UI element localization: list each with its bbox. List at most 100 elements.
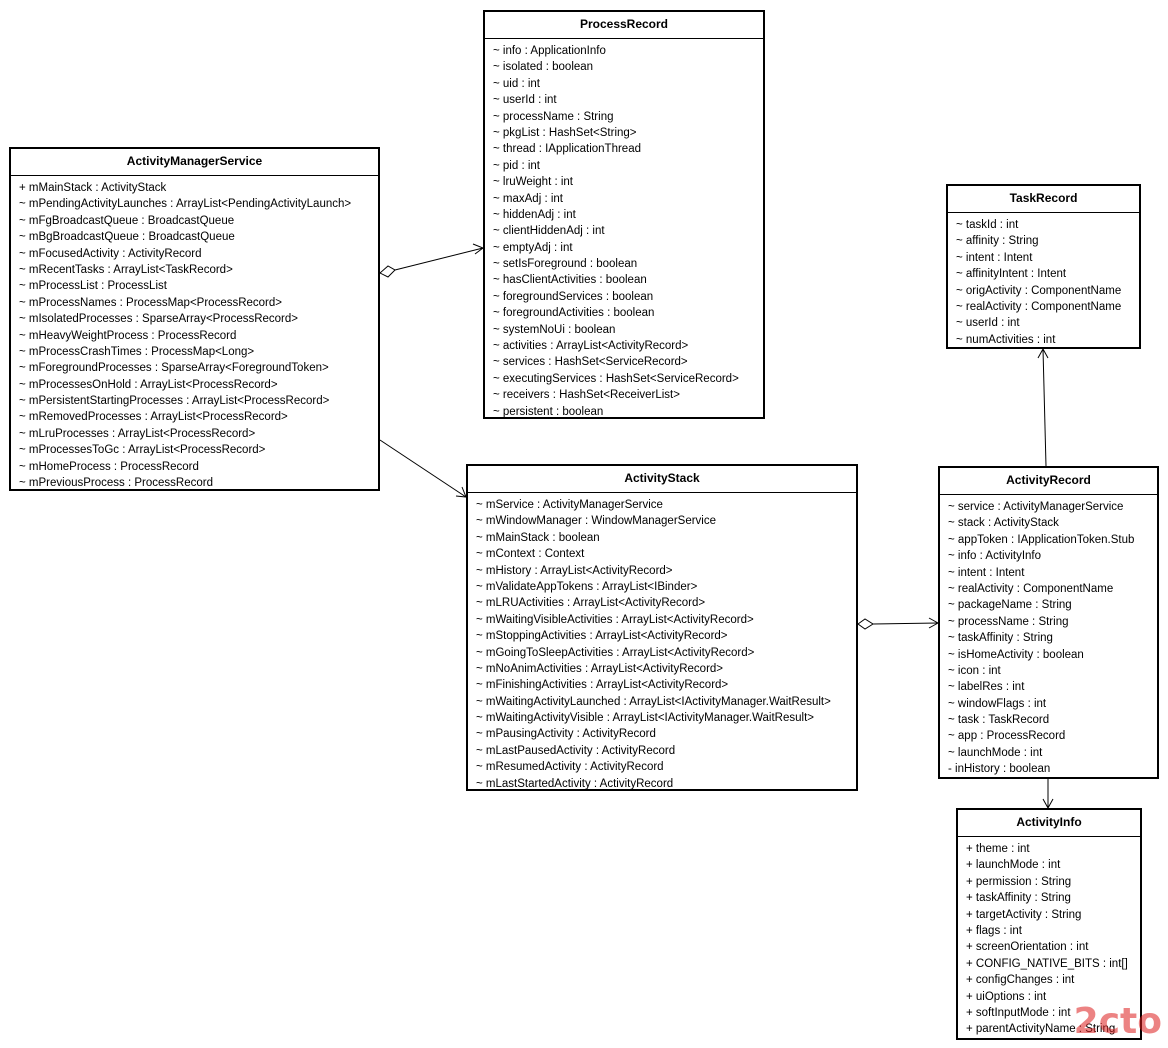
attribute-item: ~ task : TaskRecord — [948, 714, 1050, 727]
attribute-item: - inHistory : boolean — [948, 763, 1051, 776]
attribute-item: ~ mLastPausedActivity : ActivityRecord — [476, 744, 676, 757]
attribute-item: + taskAffinity : String — [966, 892, 1071, 905]
attribute-item: ~ taskAffinity : String — [948, 632, 1053, 645]
attribute-item: ~ mRecentTasks : ArrayList<TaskRecord> — [19, 263, 233, 276]
attribute-item: ~ mPausingActivity : ActivityRecord — [476, 728, 656, 741]
attribute-item: ~ mProcessList : ProcessList — [19, 280, 167, 293]
attribute-item: ~ affinity : String — [956, 235, 1039, 248]
edge-activitystack-activityrecord — [872, 622, 939, 625]
attribute-item: ~ thread : IApplicationThread — [493, 143, 641, 156]
attribute-item: ~ userId : int — [493, 94, 557, 107]
attribute-item: + screenOrientation : int — [966, 941, 1089, 954]
attribute-item: + parentActivityName : String — [966, 1023, 1116, 1036]
attribute-item: ~ foregroundActivities : boolean — [493, 307, 655, 320]
attribute-item: ~ systemNoUi : boolean — [493, 323, 616, 336]
attribute-list: ~ taskId : int ~ affinity : String ~ inten… — [948, 213, 1139, 347]
class-activitymanagerservice[interactable]: ActivityManagerService + mMainStack : Ac… — [9, 147, 380, 491]
edge-ams-processrecord — [394, 247, 484, 271]
attribute-item: + uiOptions : int — [966, 990, 1047, 1003]
class-taskrecord[interactable]: TaskRecord ~ taskId : int ~ affinity : St… — [946, 184, 1141, 349]
attribute-item: + configChanges : int — [966, 974, 1075, 987]
attribute-item: ~ packageName : String — [948, 599, 1072, 612]
attribute-item: ~ isolated : boolean — [493, 61, 594, 74]
attribute-item: ~ isHomeActivity : boolean — [948, 648, 1084, 661]
attribute-item: ~ mRemovedProcesses : ArrayList<ProcessR… — [19, 411, 288, 424]
attribute-item: ~ mValidateAppTokens : ArrayList<IBinder… — [476, 580, 698, 593]
attribute-item: ~ mContext : Context — [476, 548, 585, 561]
aggregation-diamond — [857, 618, 874, 630]
attribute-item: ~ service : ActivityManagerService — [948, 501, 1124, 513]
attribute-item: ~ app : ProcessRecord — [948, 730, 1066, 743]
attribute-item: ~ affinityIntent : Intent — [956, 268, 1067, 281]
attribute-item: ~ hiddenAdj : int — [493, 208, 576, 221]
attribute-item: ~ mGoingToSleepActivities : ArrayList<Ac… — [476, 646, 755, 659]
attribute-item: ~ pid : int — [493, 159, 540, 172]
attribute-list: + theme : int + launchMode : int + permiss… — [958, 837, 1140, 1038]
attribute-item: ~ mPreviousProcess : ProcessRecord — [19, 477, 213, 490]
class-activityrecord[interactable]: ActivityRecord ~ service : ActivityManag… — [938, 466, 1159, 779]
attribute-item: ~ mProcessCrashTimes : ProcessMap<Long> — [19, 345, 255, 358]
attribute-item: ~ clientHiddenAdj : int — [493, 225, 605, 238]
attribute-item: ~ appToken : IApplicationToken.Stub — [948, 533, 1135, 546]
attribute-list: + mMainStack : ActivityStack ~ mPendingAc… — [11, 176, 378, 490]
attribute-item: ~ mWaitingVisibleActivities : ArrayList<… — [476, 613, 754, 626]
attribute-item: ~ lruWeight : int — [493, 176, 574, 189]
class-title: ProcessRecord — [485, 12, 763, 39]
class-title: ActivityManagerService — [11, 149, 378, 176]
attribute-item: ~ mWindowManager : WindowManagerService — [476, 515, 717, 528]
attribute-item: ~ intent : Intent — [948, 566, 1025, 579]
attribute-item: ~ icon : int — [948, 664, 1001, 677]
attribute-item: ~ pkgList : HashSet<String> — [493, 126, 637, 139]
attribute-item: ~ realActivity : ComponentName — [948, 582, 1114, 595]
attribute-item: ~ mWaitingActivityVisible : ArrayList<IA… — [476, 712, 814, 725]
attribute-item: ~ uid : int — [493, 77, 540, 90]
attribute-item: ~ mProcessesToGc : ArrayList<ProcessReco… — [19, 444, 266, 457]
attribute-item: + theme : int — [966, 843, 1030, 855]
attribute-item: ~ services : HashSet<ServiceRecord> — [493, 356, 688, 369]
attribute-list: ~ service : ActivityManagerService ~ stac… — [940, 495, 1157, 777]
attribute-item: ~ mHeavyWeightProcess : ProcessRecord — [19, 329, 237, 342]
attribute-item: + permission : String — [966, 875, 1072, 888]
attribute-item: ~ mStoppingActivities : ArrayList<Activi… — [476, 630, 728, 643]
attribute-item: ~ mBgBroadcastQueue : BroadcastQueue — [19, 231, 235, 244]
attribute-item: ~ mService : ActivityManagerService — [476, 499, 663, 511]
class-processrecord[interactable]: ProcessRecord ~ info : ApplicationInfo~ … — [483, 10, 765, 419]
class-title: ActivityRecord — [940, 468, 1157, 495]
attribute-list: ~ mService : ActivityManagerService ~ mWi… — [468, 493, 856, 790]
attribute-item: ~ mFinishingActivities : ArrayList<Activ… — [476, 679, 729, 692]
attribute-item: ~ mPendingActivityLaunches : ArrayList<P… — [19, 198, 352, 211]
attribute-item: ~ setIsForeground : boolean — [493, 258, 638, 271]
attribute-item: ~ mFocusedActivity : ActivityRecord — [19, 247, 202, 260]
attribute-item: ~ windowFlags : int — [948, 697, 1047, 710]
attribute-item: + flags : int — [966, 924, 1022, 937]
class-title: TaskRecord — [948, 186, 1139, 213]
attribute-item: ~ info : ApplicationInfo — [493, 45, 606, 57]
attribute-item: ~ taskId : int — [956, 219, 1019, 231]
attribute-item: ~ labelRes : int — [948, 681, 1025, 694]
class-activitystack[interactable]: ActivityStack ~ mService : ActivityManag… — [466, 464, 858, 791]
attribute-item: + launchMode : int — [966, 859, 1061, 872]
arrowhead — [1037, 347, 1049, 359]
attribute-item: ~ intent : Intent — [956, 251, 1033, 264]
attribute-item: ~ persistent : boolean — [493, 405, 604, 418]
edge-activityrecord-taskrecord — [1042, 348, 1047, 467]
attribute-list: ~ info : ApplicationInfo ~ isolated : boo… — [485, 39, 763, 418]
attribute-item: ~ mMainStack : boolean — [476, 531, 600, 544]
class-activityinfo[interactable]: ActivityInfo + theme : int+ launchMode :… — [956, 808, 1142, 1040]
attribute-item: ~ info : ActivityInfo — [948, 550, 1042, 563]
attribute-item: ~ mIsolatedProcesses : SparseArray<Proce… — [19, 313, 298, 326]
attribute-item: ~ mFgBroadcastQueue : BroadcastQueue — [19, 214, 235, 227]
attribute-item: ~ executingServices : HashSet<ServiceRec… — [493, 372, 739, 385]
attribute-item: ~ mPersistentStartingProcesses : ArrayLi… — [19, 395, 330, 408]
attribute-item: ~ userId : int — [956, 317, 1020, 330]
attribute-item: ~ mLastStartedActivity : ActivityRecord — [476, 777, 674, 790]
aggregation-diamond — [379, 265, 396, 278]
attribute-item: ~ stack : ActivityStack — [948, 517, 1059, 530]
attribute-item: ~ maxAdj : int — [493, 192, 563, 205]
attribute-item: ~ emptyAdj : int — [493, 241, 573, 254]
edge-ams-activitystack — [379, 439, 467, 498]
attribute-item: + mMainStack : ActivityStack — [19, 182, 167, 194]
attribute-item: ~ processName : String — [948, 615, 1069, 628]
class-title: ActivityStack — [468, 466, 856, 493]
attribute-item: ~ mWaitingActivityLaunched : ArrayList<I… — [476, 695, 831, 708]
